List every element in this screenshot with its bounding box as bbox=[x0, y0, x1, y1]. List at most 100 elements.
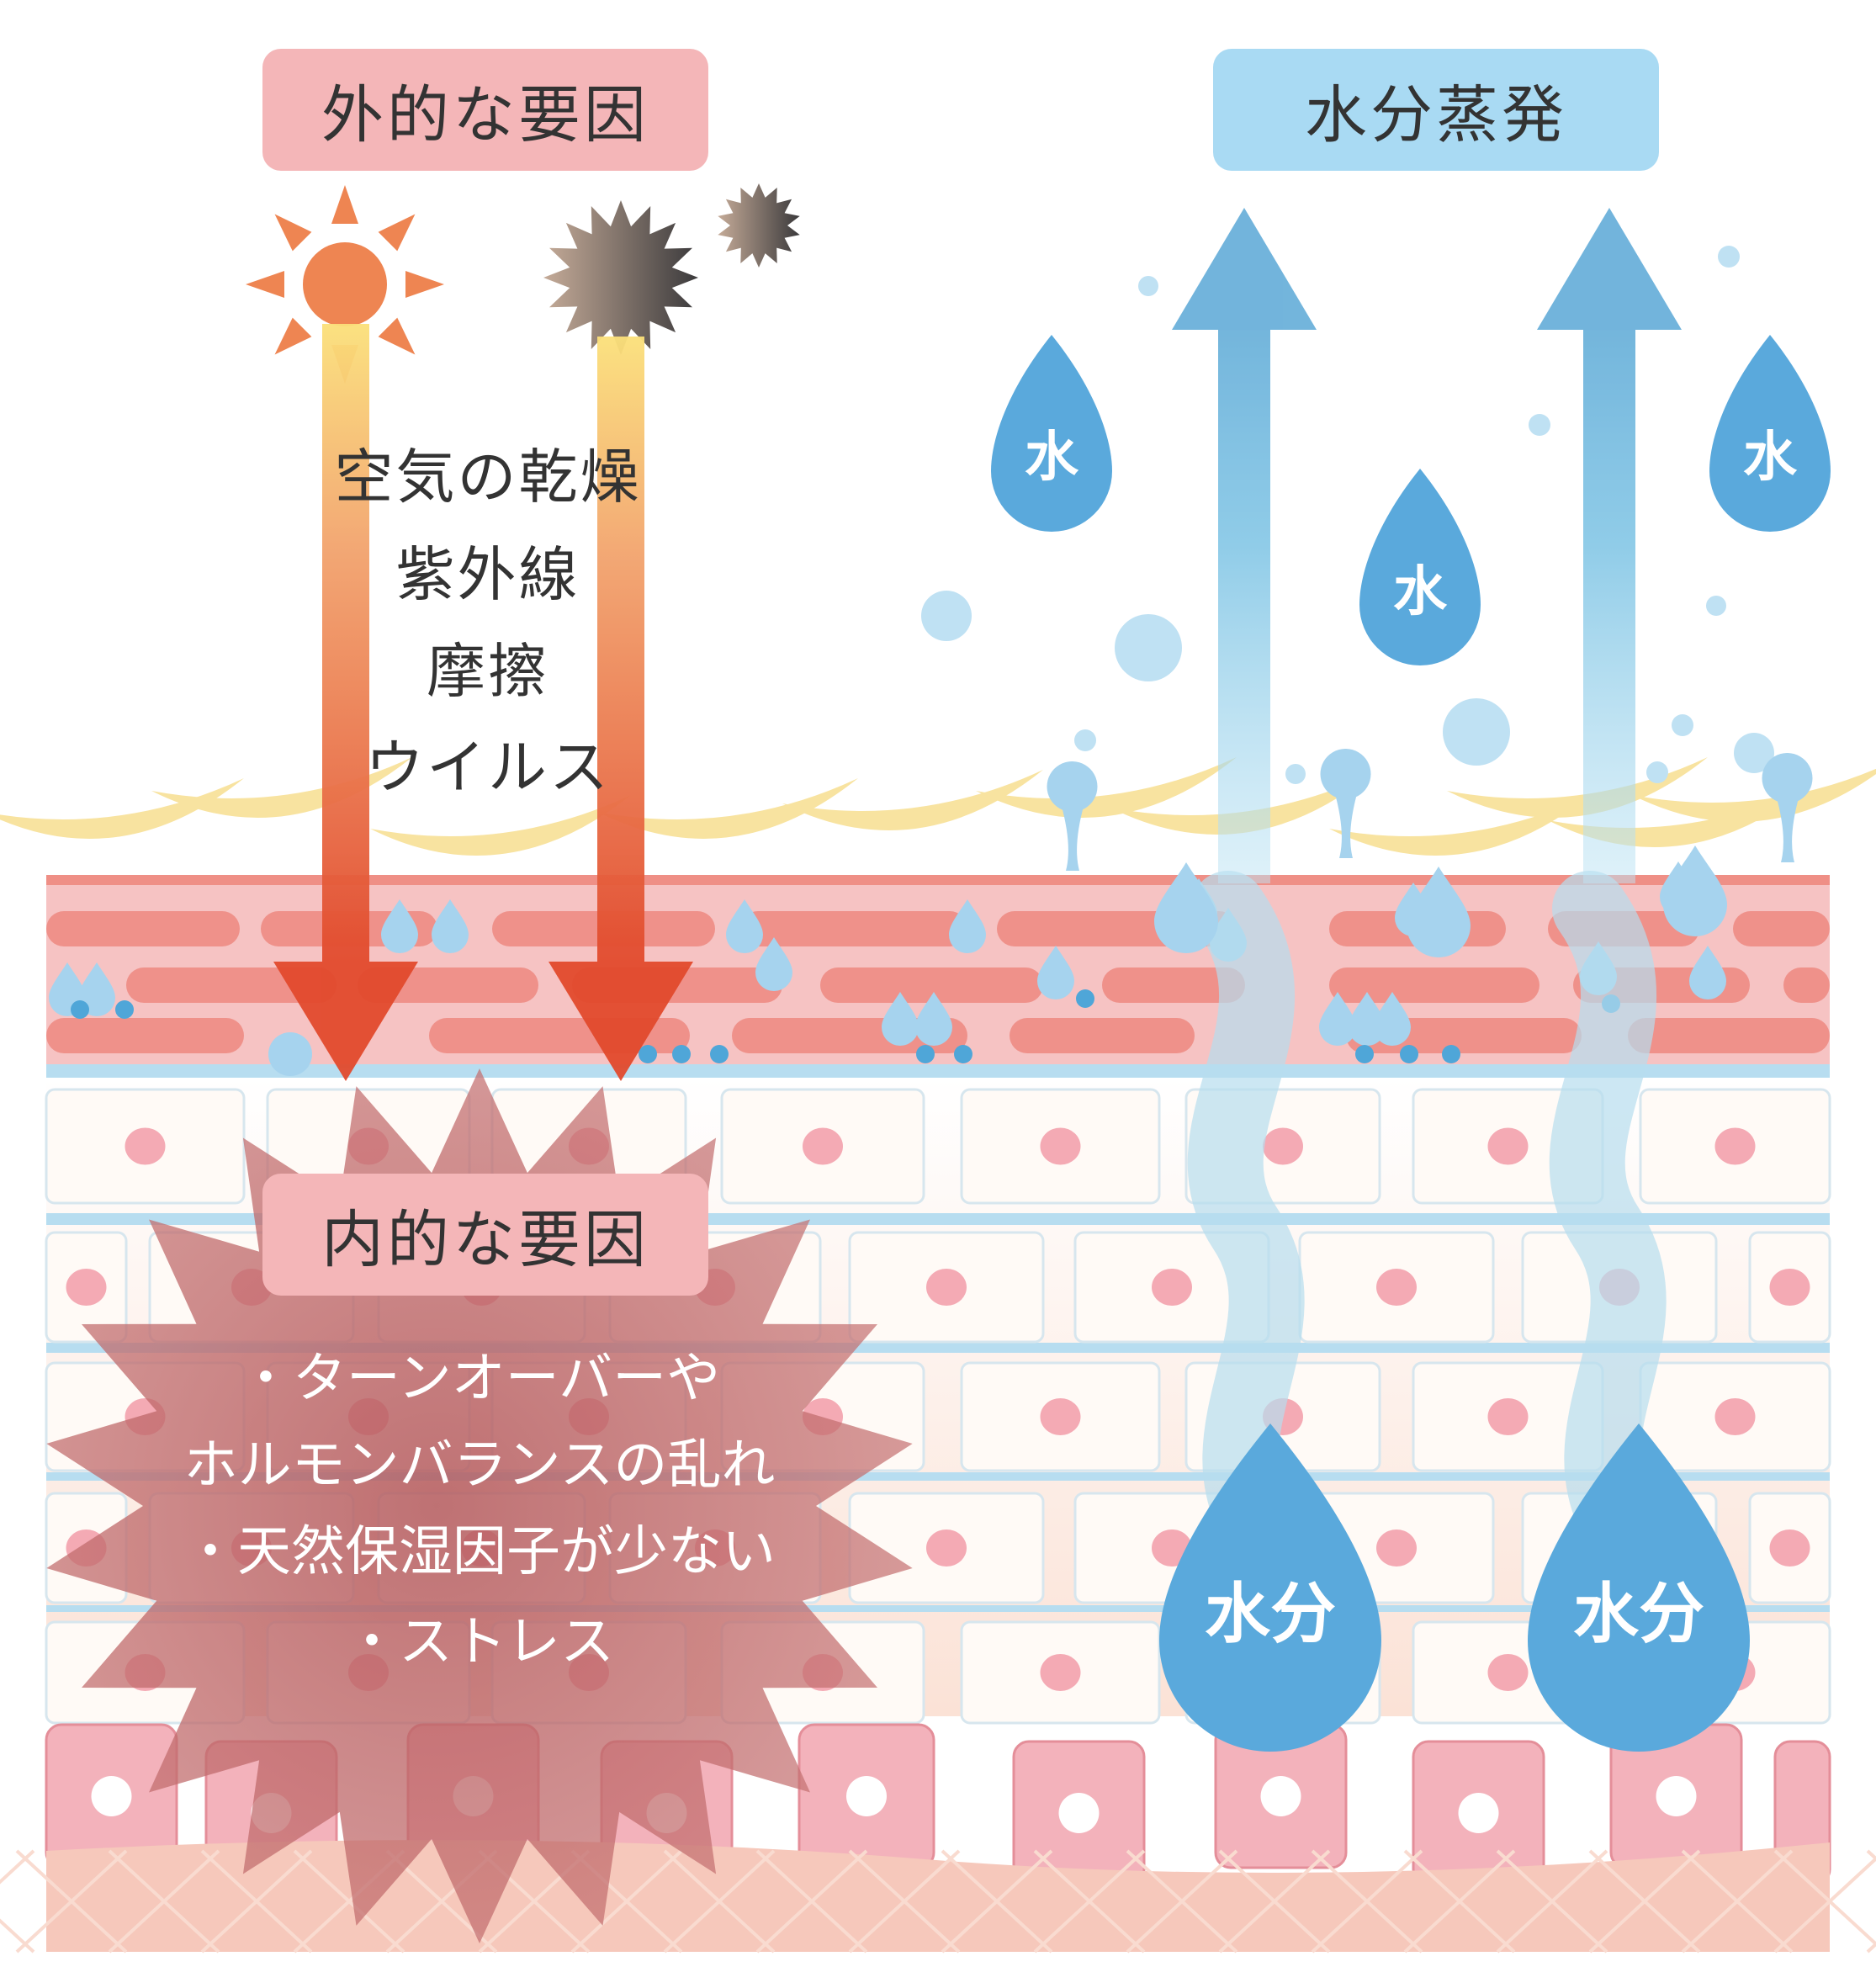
moisture-dot bbox=[710, 1045, 729, 1063]
internal-item: ・天然保湿因子が少ない bbox=[183, 1521, 776, 1583]
keratin-brick bbox=[1733, 911, 1830, 946]
cell-nucleus bbox=[1714, 1127, 1756, 1165]
cell-nucleus bbox=[926, 1269, 967, 1306]
vapor-bubble bbox=[1646, 761, 1668, 783]
vapor-bubble bbox=[1443, 698, 1510, 766]
cell-nucleus bbox=[1714, 1398, 1756, 1435]
dermis-fiber bbox=[848, 1849, 961, 1954]
tiny-water-drop bbox=[78, 962, 115, 1016]
dermis-fiber bbox=[1681, 1849, 1794, 1954]
smoke-particle bbox=[718, 183, 800, 268]
cell-nucleus bbox=[1487, 1398, 1529, 1435]
basal-nucleus bbox=[1656, 1776, 1697, 1816]
cell-nucleus bbox=[1769, 1529, 1810, 1567]
tiny-water-drop bbox=[1319, 992, 1356, 1046]
sun-ray bbox=[378, 317, 416, 355]
smoke-icon bbox=[543, 183, 800, 355]
surface-drop bbox=[1407, 867, 1471, 957]
cell-nucleus bbox=[125, 1127, 166, 1165]
factor-uv: 紫外線 bbox=[395, 540, 580, 609]
basal-nucleus bbox=[1458, 1793, 1499, 1833]
sebum-crescent bbox=[1447, 757, 1708, 818]
dermis-fiber bbox=[1773, 1856, 1876, 1954]
dermis-fiber bbox=[1126, 1849, 1238, 1954]
factor-virus: ウイルス bbox=[365, 733, 611, 802]
vapor-bubble bbox=[1718, 246, 1740, 268]
surface-drop bbox=[1047, 761, 1098, 812]
internal-factor-label: 内的な要因 bbox=[262, 1174, 708, 1296]
sebum-crescent bbox=[1110, 774, 1371, 835]
moisture-bubble bbox=[268, 1032, 312, 1076]
dermis-fiber bbox=[1311, 1849, 1423, 1954]
external-arrows bbox=[273, 324, 693, 1081]
dermis-fiber bbox=[15, 1849, 128, 1954]
moisture-dot bbox=[672, 1045, 691, 1063]
sebum-crescent bbox=[151, 757, 412, 818]
cell-nucleus bbox=[926, 1529, 967, 1567]
dermis-fiber bbox=[108, 1849, 220, 1954]
cell-nucleus bbox=[1152, 1269, 1192, 1306]
tiny-water-drop bbox=[915, 992, 952, 1046]
sebum-crescent bbox=[782, 770, 1043, 830]
surface-drop bbox=[1320, 749, 1371, 799]
drop-label-water: 水 bbox=[1743, 427, 1797, 489]
moisture-dot bbox=[1076, 989, 1094, 1008]
water-drop-icon bbox=[1709, 335, 1831, 532]
cell-nucleus bbox=[803, 1127, 843, 1165]
internal-item: ・ターンオーバーや bbox=[238, 1348, 721, 1410]
cell-nucleus bbox=[1376, 1529, 1417, 1567]
dermis-fiber bbox=[1033, 1849, 1146, 1954]
water-drop-icon bbox=[991, 335, 1112, 532]
vapor-bubble bbox=[1115, 614, 1182, 681]
dermis-fiber bbox=[941, 1849, 1053, 1954]
sebum-crescent bbox=[0, 778, 244, 839]
sun-ray bbox=[331, 185, 358, 224]
smoke-particle bbox=[543, 200, 698, 355]
dermis-fiber bbox=[1403, 1849, 1516, 1954]
sun-ray bbox=[274, 317, 312, 355]
internal-item: ・ストレス bbox=[345, 1611, 614, 1673]
tiny-water-drop bbox=[381, 899, 418, 953]
moisture-dot bbox=[1442, 1045, 1460, 1063]
vapor-bubble bbox=[1138, 276, 1158, 296]
keratin-brick bbox=[1010, 1018, 1195, 1053]
drop-label-water: 水 bbox=[1025, 427, 1078, 489]
factor-dry-air: 空気の乾燥 bbox=[334, 443, 642, 512]
tiny-water-drop bbox=[432, 899, 469, 953]
vapor-bubble bbox=[1529, 414, 1550, 436]
moisture-dot bbox=[115, 1000, 134, 1019]
water-drop-icon bbox=[1159, 1423, 1381, 1752]
water-drops bbox=[991, 335, 1831, 1752]
vapor-bubble bbox=[1734, 733, 1774, 773]
keratin-brick bbox=[820, 967, 1043, 1003]
drop-label-water: 水 bbox=[1393, 561, 1447, 623]
dermis-fiber bbox=[0, 1849, 35, 1885]
vapor-bubble bbox=[1285, 764, 1306, 784]
surface-drop-neck bbox=[1334, 791, 1358, 858]
keratin-brick bbox=[1102, 967, 1245, 1003]
dermis-fiber bbox=[1218, 1849, 1331, 1954]
dermis-fiber bbox=[0, 1918, 35, 1954]
vapor-bubble bbox=[921, 591, 972, 641]
keratin-brick bbox=[1329, 967, 1539, 1003]
keratin-brick bbox=[1628, 1018, 1830, 1053]
basal-nucleus bbox=[1260, 1776, 1301, 1816]
sebum-crescent bbox=[976, 757, 1237, 818]
water-drop-icon bbox=[1528, 1423, 1750, 1752]
surface-drop bbox=[1762, 753, 1813, 803]
cell-nucleus bbox=[1376, 1269, 1417, 1306]
cell-nucleus bbox=[1263, 1127, 1303, 1165]
sebum-crescent bbox=[1329, 795, 1590, 856]
tiny-water-drop bbox=[949, 899, 986, 953]
tiny-water-drop bbox=[1689, 946, 1726, 999]
factor-friction: 摩擦 bbox=[427, 637, 549, 706]
dermis-fiber bbox=[1588, 1849, 1701, 1954]
tiny-water-drop bbox=[755, 937, 792, 991]
evaporation-arrows bbox=[1172, 208, 1682, 883]
keratin-brick bbox=[1783, 967, 1830, 1003]
sun-ray bbox=[378, 214, 416, 252]
external-factor-label: 外的な要因 bbox=[262, 49, 708, 171]
surface-drop-neck bbox=[1776, 795, 1799, 862]
moisture-dot bbox=[639, 1045, 657, 1063]
